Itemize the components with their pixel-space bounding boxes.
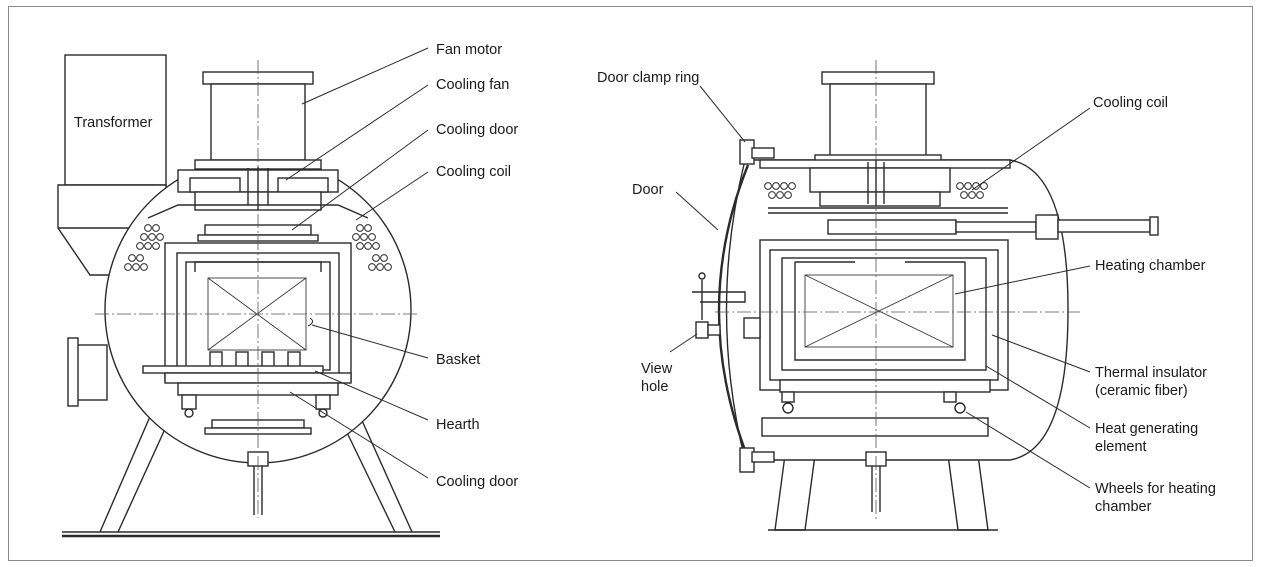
label-view-hole-line2: hole — [641, 379, 668, 395]
right-door — [717, 139, 775, 473]
label-transformer: Transformer — [74, 115, 153, 131]
right-basket — [804, 274, 954, 348]
left-fan-motor — [194, 71, 322, 170]
label-cooling-coil-left: Cooling coil — [436, 164, 511, 180]
label-wheels-line2: chamber — [1095, 499, 1152, 515]
left-leader-lines — [285, 47, 429, 479]
right-hearth-wheels — [761, 379, 991, 437]
right-stand — [768, 454, 998, 531]
label-heat-element-line1: Heat generating — [1095, 421, 1198, 437]
right-furnace-view: Door clamp ring Door View hole Cooling c… — [597, 60, 1216, 531]
label-fan-motor: Fan motor — [436, 42, 502, 58]
left-furnace-view: Transformer Fan motor Cooling fan Coolin… — [57, 42, 518, 538]
right-top-cover — [759, 159, 1011, 214]
right-cooling-coil-group-right — [956, 182, 988, 199]
right-side-cylinder — [827, 214, 1159, 240]
label-thermal-insulator-line1: Thermal insulator — [1095, 365, 1207, 381]
left-cooling-coil-group-right — [352, 224, 392, 271]
label-view-hole-line1: View — [641, 361, 673, 377]
label-cooling-door-top: Cooling door — [436, 122, 518, 138]
right-fan-motor — [814, 71, 942, 164]
label-basket: Basket — [436, 352, 480, 368]
label-cooling-fan: Cooling fan — [436, 77, 509, 93]
label-cooling-door-bottom: Cooling door — [436, 474, 518, 490]
label-hearth: Hearth — [436, 417, 480, 433]
label-thermal-insulator-line2: (ceramic fiber) — [1095, 383, 1188, 399]
left-side-flange — [67, 337, 108, 407]
right-cooling-coil-group-left — [764, 182, 796, 199]
right-leader-lines — [669, 85, 1091, 489]
label-door: Door — [632, 182, 664, 198]
label-heat-element-line2: element — [1095, 439, 1147, 455]
label-cooling-coil-right: Cooling coil — [1093, 95, 1168, 111]
label-wheels-line1: Wheels for heating — [1095, 481, 1216, 497]
right-view-hole — [692, 272, 746, 339]
label-heating-chamber: Heating chamber — [1095, 258, 1206, 274]
left-cooling-coil-group-left — [124, 224, 164, 271]
left-stand — [62, 404, 440, 538]
label-door-clamp-ring: Door clamp ring — [597, 70, 699, 86]
